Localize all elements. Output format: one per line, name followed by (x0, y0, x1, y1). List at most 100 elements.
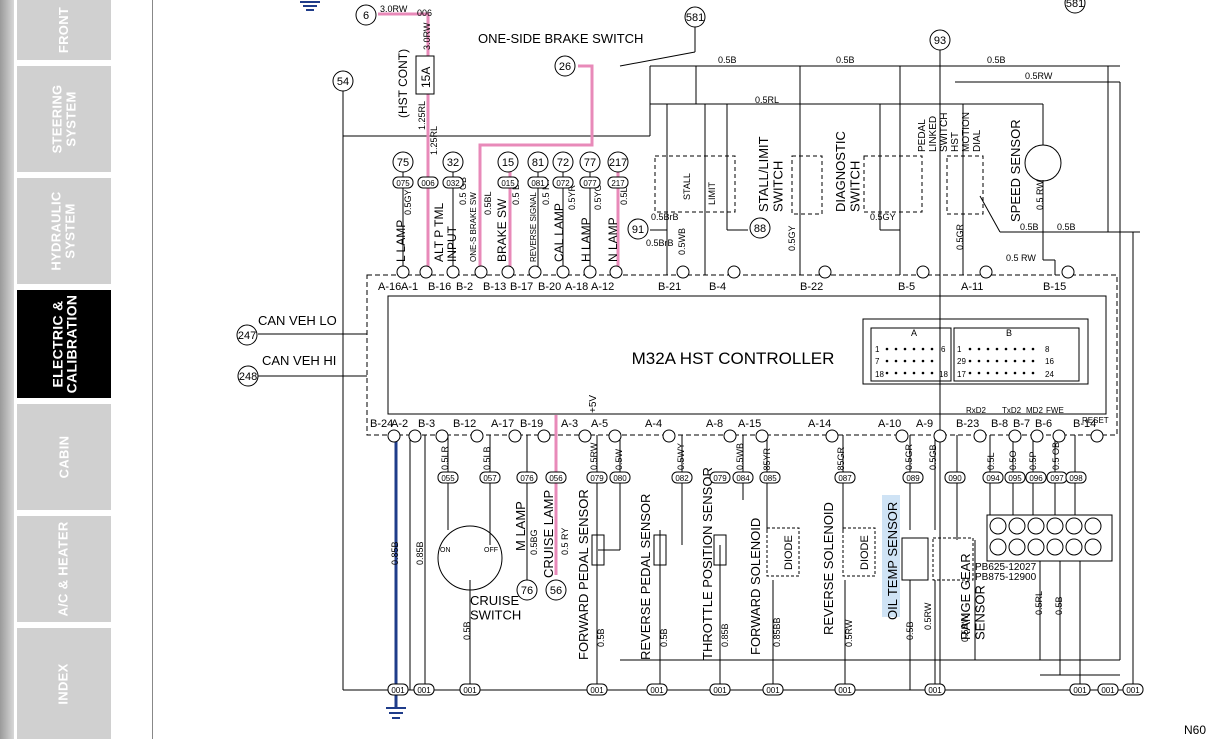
can-veh-lo-label: CAN VEH LO (258, 313, 337, 328)
circuit-number: 93 (934, 35, 946, 47)
connector-tag (442, 176, 464, 189)
pin-terminal (755, 429, 769, 443)
pin-dot (903, 347, 907, 351)
connector-tag-label: 057 (483, 474, 497, 483)
range-gear-pin (1065, 538, 1083, 556)
circuit-circle (684, 6, 706, 28)
bottom-pin-label: A-2 (391, 418, 408, 430)
circuit-number: 581 (1066, 0, 1084, 10)
wire-label: 0.5B (659, 628, 669, 647)
pin-terminal (578, 429, 592, 443)
connector-tag (732, 471, 754, 484)
range-gear-pins (989, 517, 1102, 556)
connector-tag-label: 075 (396, 179, 410, 188)
pin-terminal (446, 265, 460, 279)
circuit-circle (929, 29, 951, 51)
pin-dot (1031, 359, 1035, 363)
top-pin-label: B-4 (709, 281, 726, 293)
circuit-circle (579, 151, 601, 173)
connector-a (870, 327, 952, 382)
pin-terminal (419, 265, 433, 279)
circuit-number: 76 (521, 585, 533, 597)
one-side-brake-switch-label: ONE-SIDE BRAKE SWITCH (478, 31, 643, 46)
top-pin-label: B-15 (1043, 281, 1066, 293)
connector-tag-label: 087 (838, 474, 852, 483)
connector-tag-label: 015 (501, 179, 515, 188)
wire-label: 0.5B (1057, 222, 1076, 232)
bottom-pin-label: B-3 (418, 418, 435, 430)
pin-terminal (508, 429, 522, 443)
hst-motion-dial-label: HSTMOTIONDIAL (950, 112, 983, 152)
tab-cabin[interactable]: CABIN (17, 404, 111, 510)
circuit-number: 32 (447, 157, 459, 169)
pin-dot (912, 359, 916, 363)
connector-b-label: B (1006, 328, 1012, 338)
conn-a-pin-label: 18 (875, 370, 884, 379)
connector-tag-label: 097 (1050, 474, 1064, 483)
pb2-label: PB875-12900 (975, 572, 1037, 583)
page-code: N60 (1184, 723, 1206, 737)
top-component-label: ONE-S BRAKE SW (469, 192, 478, 262)
conn-b-pin-label: 16 (1045, 357, 1054, 366)
tab-electric-calibration[interactable]: ELECTRIC & CALIBRATION (17, 290, 111, 398)
wire-label: 0.5O (1008, 450, 1018, 470)
tab-hydraulic-system[interactable]: HYDRAULIC SYSTEM (17, 178, 111, 284)
connector-tag-label: 001 (650, 686, 664, 695)
pin-terminal (1090, 429, 1104, 443)
pedal-linked-switch-label: PEDALLINKEDSWITCH (917, 113, 950, 152)
bottom-component-label: CRUISE LAMP (541, 490, 556, 578)
tab-steering-system[interactable]: STEERING SYSTEM (17, 66, 111, 172)
circuit-circle (554, 55, 576, 77)
circuit-number: 581 (686, 12, 704, 24)
connector-tag-label: 001 (766, 686, 780, 695)
wire-label: 0.5GR (955, 223, 965, 250)
sidebar-edge (0, 0, 14, 739)
wire-label: 0.5B (718, 55, 737, 65)
wire-label: 0.5BL (483, 191, 493, 215)
pin-terminal (609, 265, 623, 279)
connector-tag-label: 081 (531, 179, 545, 188)
connector-tag-label: 072 (556, 179, 570, 188)
pin-dot (986, 371, 990, 375)
circuit-number: 248 (239, 371, 257, 383)
connector-tag (1025, 471, 1047, 484)
motion-dial-box (946, 155, 984, 215)
tab-index[interactable]: INDEX (17, 628, 111, 739)
pin-terminal (916, 265, 930, 279)
ground-symbol (386, 707, 406, 719)
connector-tag-label: 080 (613, 474, 627, 483)
wire-label: 0.5 GB (458, 177, 468, 205)
oil-temp-sensor-box (901, 537, 929, 581)
fuse-box (415, 55, 435, 95)
connector-tag-label: 001 (1101, 686, 1115, 695)
connector-tag (1065, 471, 1087, 484)
pin-dot (894, 371, 898, 375)
connector-tag-label: 095 (1008, 474, 1022, 483)
connector-tag (387, 683, 409, 696)
tab-ac-heater[interactable]: A/C & HEATER (17, 516, 111, 622)
reverse-solenoid-box (842, 527, 876, 577)
pin-dot (1031, 347, 1035, 351)
reset-label: RESET (1082, 416, 1109, 425)
top-pin-label: B-5 (898, 281, 915, 293)
bottom-component-label: OIL TEMP SENSOR (885, 502, 900, 620)
connector-a-label: A (911, 328, 917, 338)
speed-sensor-label: SPEED SENSOR (1008, 119, 1023, 222)
pin-dot (912, 371, 916, 375)
wire-label: 0.5B (596, 628, 606, 647)
range-gear-pin (1084, 538, 1102, 556)
pin-terminal (933, 429, 947, 443)
circuit-circle (1064, 0, 1086, 14)
top-pin-label: A-12 (591, 281, 614, 293)
pin-dot (1004, 359, 1008, 363)
range-gear-pin (1027, 538, 1045, 556)
tab-front[interactable]: FRONT (17, 0, 111, 60)
top-pin-label: B-22 (800, 281, 823, 293)
connector-tag (413, 683, 435, 696)
pin-terminal (583, 265, 597, 279)
top-pin-label: B-13 (483, 281, 506, 293)
circuit-circle (607, 151, 629, 173)
controller-title: M32A HST CONTROLLER (632, 349, 835, 368)
